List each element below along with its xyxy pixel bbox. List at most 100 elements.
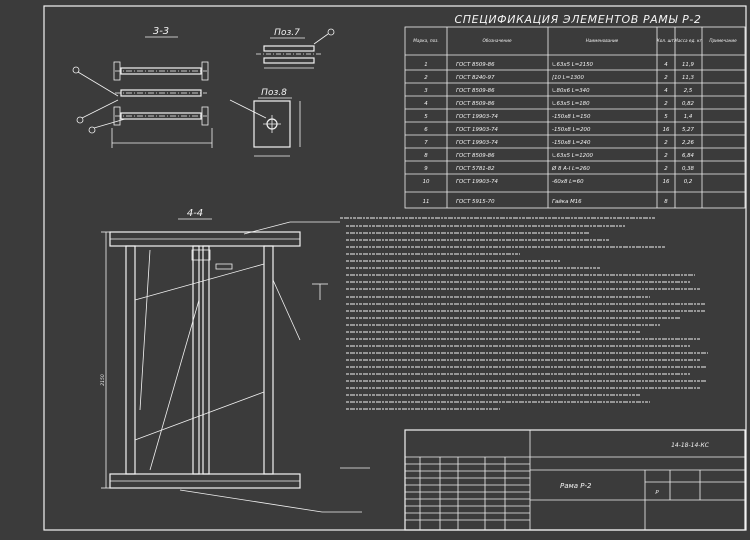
- spec-cell-qty: 2: [664, 166, 668, 172]
- spec-cell-name: ∟80х6 L=340: [552, 88, 590, 94]
- spec-cell-mass: 0,38: [682, 166, 695, 172]
- drawing-name: Рама Р-2: [560, 482, 592, 490]
- spec-row: 10 ГОСТ 19903-74 -60х8 L=60 16 0,2: [423, 179, 693, 185]
- spec-cell-mass: 11,3: [682, 75, 695, 81]
- position-bubble: [76, 116, 84, 124]
- spec-cell-name: Гайка М16: [552, 199, 582, 205]
- spec-cell-mass: 0,2: [684, 179, 693, 185]
- spec-cell-name: [10 L=1300: [552, 75, 584, 81]
- spec-cell-designation: ГОСТ 8509-86: [456, 101, 495, 107]
- spec-cell-mass: 2,26: [682, 140, 695, 146]
- plate: [113, 61, 121, 81]
- spec-cell-qty: 5: [664, 114, 668, 120]
- leader-line: [93, 118, 126, 129]
- section-4-4-view: 4-4 2150: [100, 208, 370, 513]
- leader-line: [77, 71, 119, 97]
- spec-cell-designation: ГОСТ 8509-86: [456, 153, 495, 159]
- plate: [113, 106, 121, 126]
- plate: [201, 61, 209, 81]
- spec-cell-qty: 2: [664, 140, 668, 146]
- spec-cell-designation: ГОСТ 8509-86: [456, 88, 495, 94]
- spec-cell-qty: 4: [664, 62, 668, 68]
- signature-grid: [405, 457, 530, 530]
- spec-cell-qty: 2: [664, 101, 668, 107]
- spec-table-border: [404, 26, 746, 209]
- spec-cell-mark: 4: [424, 101, 428, 107]
- spec-cell-qty: 2: [664, 153, 668, 159]
- spec-cell-name: -150х8 L=240: [552, 140, 591, 146]
- spec-cell-mass: 11,9: [682, 62, 695, 68]
- spec-row: 1 ГОСТ 8509-86 ∟63х5 L=2150 4 11,9: [424, 62, 694, 68]
- spec-cell-mark: 10: [423, 179, 430, 185]
- section-3-3-label: 3-3: [153, 26, 169, 37]
- spec-cell-designation: ГОСТ 8509-86: [456, 62, 495, 68]
- spec-cell-name: ∟63х5 L=1200: [552, 153, 594, 159]
- drawing-code: 14-18-14-КС: [671, 442, 710, 449]
- spec-cell-mark: 5: [424, 114, 428, 120]
- spec-cell-name: -150х8 L=200: [552, 127, 591, 133]
- diagonal-brace: [134, 391, 265, 441]
- spec-cell-name: -150х8 L=150: [552, 114, 591, 120]
- center-post: [202, 245, 210, 475]
- spec-header-note: Примечание: [709, 38, 737, 43]
- spec-cell-name: ∟63х5 L=180: [552, 101, 590, 107]
- left-post: [125, 245, 136, 475]
- spec-row: 5 ГОСТ 19903-74 -150х8 L=150 5 1,4: [424, 114, 693, 120]
- spec-cell-mark: 6: [424, 127, 428, 133]
- spec-cell-mark: 3: [424, 88, 428, 94]
- spec-cell-designation: ГОСТ 5915-70: [456, 199, 495, 205]
- spec-cell-mass: 6,84: [682, 153, 695, 159]
- stiffener-plate: [215, 263, 233, 270]
- title-block-frame: [404, 429, 746, 531]
- spec-row: 11 ГОСТ 5915-70 Гайка М16 8: [423, 199, 669, 205]
- pos-8-label: Поз.8: [261, 88, 287, 98]
- spec-cell-designation: ГОСТ 5781-82: [456, 166, 495, 172]
- leader-line: [179, 489, 323, 513]
- diagonal-brace: [134, 263, 265, 301]
- spec-rows: 1 ГОСТ 8509-86 ∟63х5 L=2150 4 11,9 2 ГОС…: [423, 62, 695, 205]
- pos-7-label: Поз.7: [274, 28, 300, 38]
- spec-cell-name: Ø 8 А-I L=260: [551, 165, 590, 172]
- spec-row: 4 ГОСТ 8509-86 ∟63х5 L=180 2 0,82: [424, 101, 694, 107]
- diagonal-brace: [139, 249, 151, 411]
- spec-header-designation: Обозначение: [482, 38, 511, 43]
- spec-row-lines: [405, 69, 745, 193]
- spec-cell-mark: 1: [424, 62, 427, 68]
- spec-cell-qty: 16: [663, 179, 670, 185]
- spec-row: 8 ГОСТ 8509-86 ∟63х5 L=1200 2 6,84: [424, 153, 694, 159]
- pos-8-detail: Поз.8: [229, 88, 301, 157]
- spec-cell-mass: 0,82: [682, 101, 695, 107]
- position-bubble: [88, 126, 96, 134]
- spec-cell-mark: 7: [424, 140, 428, 146]
- leader-line: [243, 221, 291, 235]
- leader-line: [272, 279, 301, 341]
- section-4-4-label: 4-4: [187, 208, 203, 219]
- sheet-frame: [43, 5, 747, 531]
- spec-row: 2 ГОСТ 8240-97 [10 L=1300 2 11,3: [424, 75, 694, 81]
- general-notes: [340, 217, 708, 410]
- stage-letter: Р: [655, 490, 659, 496]
- spec-row: 9 ГОСТ 5781-82 Ø 8 А-I L=260 2 0,38: [424, 165, 694, 172]
- leader-line: [313, 33, 329, 45]
- height-dimension: 2150: [100, 374, 106, 386]
- specification-table: СПЕЦИФИКАЦИЯ ЭЛЕМЕНТОВ РАМЫ Р-2 Марка, п…: [404, 13, 746, 209]
- pos-7-detail: Поз.7: [256, 28, 335, 69]
- spec-header-name: Наименование: [586, 38, 619, 43]
- spec-cell-mark: 2: [424, 75, 428, 81]
- spec-title: СПЕЦИФИКАЦИЯ ЭЛЕМЕНТОВ РАМЫ Р-2: [455, 13, 702, 26]
- center-post: [192, 245, 200, 475]
- spec-cell-mark: 9: [424, 166, 428, 172]
- diagonal-brace: [149, 299, 200, 471]
- plate-square: [253, 100, 291, 148]
- spec-cell-mass: 5,27: [682, 127, 695, 133]
- spec-cell-mass: 2,5: [684, 88, 693, 94]
- plate: [201, 106, 209, 126]
- right-post: [263, 245, 274, 475]
- plate-member: [263, 45, 315, 52]
- spec-header-mass: Масса ед. кг: [674, 38, 702, 43]
- spec-cell-designation: ГОСТ 8240-97: [456, 75, 495, 81]
- spec-row: 7 ГОСТ 19903-74 -150х8 L=240 2 2,26: [424, 140, 694, 146]
- spec-cell-qty: 8: [664, 199, 668, 205]
- spec-cell-qty: 16: [663, 127, 670, 133]
- spec-cell-designation: ГОСТ 19903-74: [456, 127, 499, 133]
